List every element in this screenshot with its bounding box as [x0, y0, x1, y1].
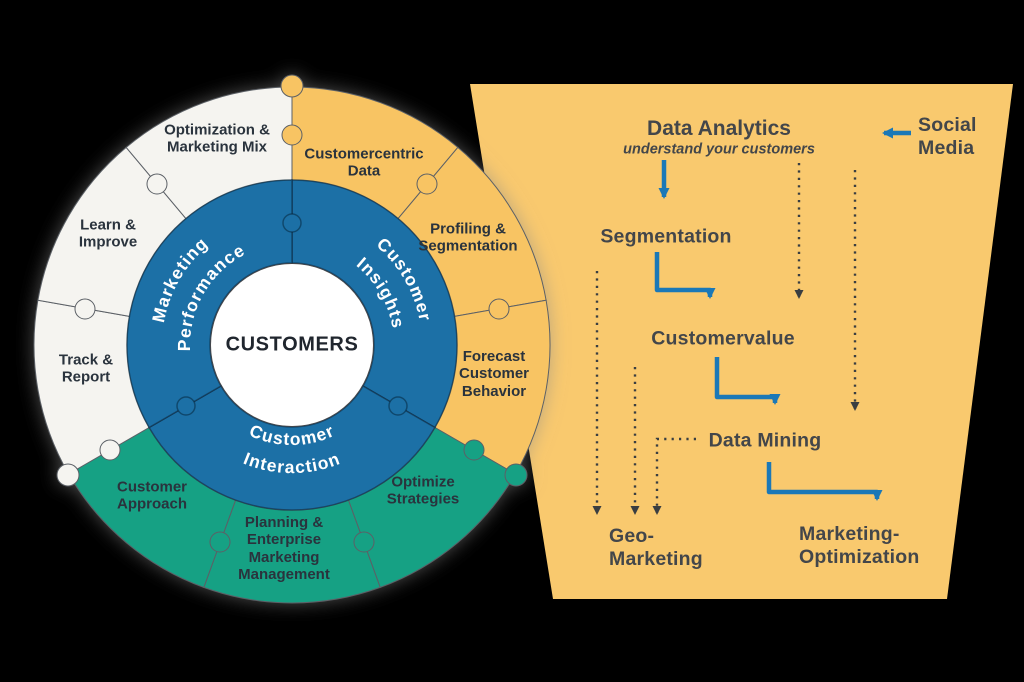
puzzle-knob — [353, 531, 375, 553]
dashed-arrow-datamining-to-geomarketing — [652, 437, 696, 515]
node-customervalue: Customervalue — [651, 327, 795, 350]
puzzle-knob — [282, 213, 302, 233]
puzzle-knob — [99, 439, 121, 461]
puzzle-knob — [176, 396, 196, 416]
ring-knobs — [176, 213, 408, 416]
puzzle-knob — [280, 74, 304, 98]
label-learn-improve: Learn & Improve — [78, 216, 138, 251]
puzzle-knob — [488, 298, 510, 320]
customers-label: CUSTOMERS — [225, 333, 359, 356]
puzzle-knob — [504, 463, 528, 487]
node-geo-marketing: Geo- Marketing — [609, 525, 703, 570]
flow-subtitle: understand your customers — [623, 141, 815, 158]
ring-marketing-performance — [126, 179, 293, 429]
puzzle-knobs — [56, 74, 528, 553]
ring-customer-insights — [291, 179, 458, 429]
puzzle-knob — [56, 463, 80, 487]
node-data-mining: Data Mining — [708, 429, 822, 452]
arrow-customervalue-to-datamining — [714, 357, 781, 405]
label-profiling-segmentation: Profiling & Segmentation — [418, 220, 518, 255]
label-customer-approach: Customer Approach — [116, 478, 188, 513]
customers-hub — [211, 264, 373, 426]
node-segmentation: Segmentation — [600, 225, 732, 248]
node-marketing-optimization: Marketing- Optimization — [799, 523, 920, 568]
puzzle-knob — [463, 439, 485, 461]
arrow-segmentation-to-customervalue — [654, 252, 716, 299]
label-optimization-marketing-mix: Optimization & Marketing Mix — [164, 121, 270, 156]
node-social-media: Social Media — [918, 114, 977, 159]
flow-arrows — [592, 127, 911, 515]
puzzle-knob — [281, 124, 303, 146]
puzzle-knob — [416, 173, 438, 195]
label-customercentric-data: Customercentric Data — [304, 145, 424, 180]
puzzle-knob — [209, 531, 231, 553]
puzzle-knob — [146, 173, 168, 195]
label-optimize-strategies: Optimize Strategies — [386, 473, 460, 508]
arrow-datamining-to-marketing-optimization — [766, 462, 883, 501]
label-track-report: Track & Report — [58, 351, 114, 386]
ring-customer-interaction — [148, 384, 436, 511]
flow-title: Data Analytics — [647, 116, 791, 140]
puzzle-knob — [74, 298, 96, 320]
label-planning-enterprise-marketing-management: Planning & Enterprise Marketing Manageme… — [238, 514, 330, 584]
customer-wheel: Customer Insights Customer Interaction M… — [33, 74, 551, 604]
label-forecast-customer-behavior: Forecast Customer Behavior — [458, 347, 530, 400]
puzzle-knob — [388, 396, 408, 416]
analytics-panel — [470, 84, 1013, 599]
